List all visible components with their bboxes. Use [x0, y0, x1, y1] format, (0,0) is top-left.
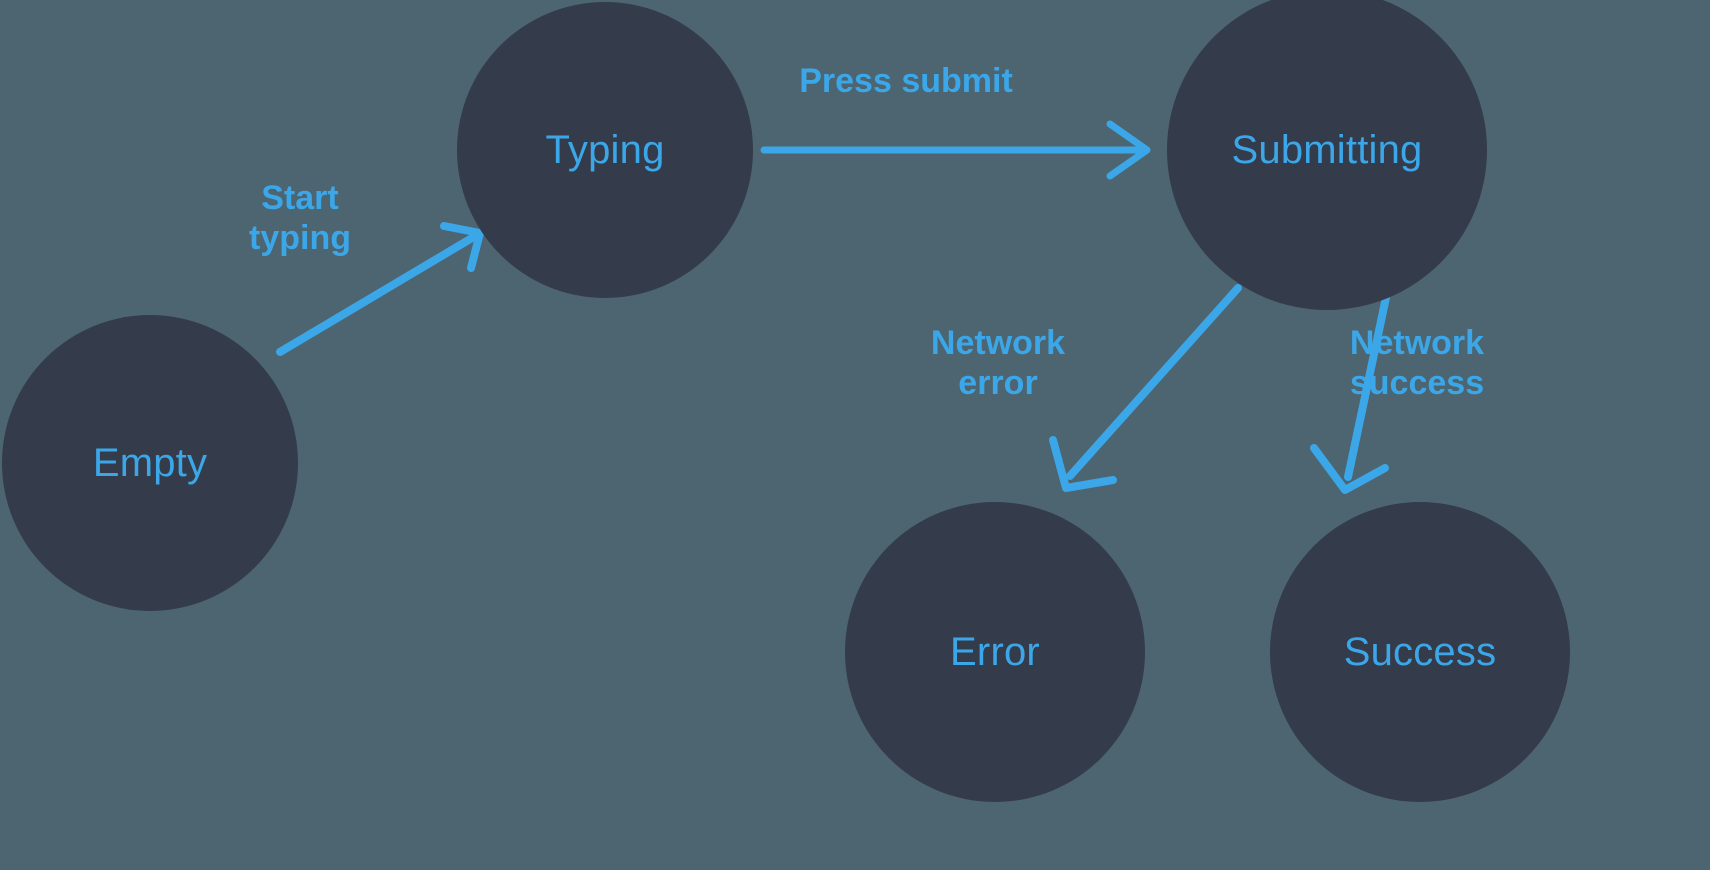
- arrowhead-start-typing: [440, 222, 484, 272]
- state-node-label-success: Success: [1343, 629, 1497, 674]
- edge-label-network-success: Network success: [1349, 323, 1485, 402]
- edge-line-network-error: [1066, 284, 1242, 480]
- state-node-success[interactable]: Success: [1270, 502, 1570, 802]
- arrowhead-network-success: [1310, 444, 1389, 494]
- arrowhead-network-error: [1049, 436, 1117, 492]
- state-node-typing[interactable]: Typing: [457, 2, 753, 298]
- state-node-submitting[interactable]: Submitting: [1167, 0, 1487, 310]
- edge-label-start-typing: Start typing: [249, 178, 351, 257]
- state-node-label-submitting: Submitting: [1231, 127, 1423, 172]
- state-node-label-typing: Typing: [545, 127, 665, 172]
- edge-label-network-error: Network error: [930, 323, 1066, 402]
- edge-network-error: [1049, 284, 1242, 492]
- state-node-label-empty: Empty: [92, 440, 208, 485]
- edge-label-press-submit: Press submit: [799, 61, 1013, 100]
- edge-press-submit: [760, 120, 1151, 180]
- arrowhead-press-submit: [1106, 120, 1151, 180]
- state-node-label-error: Error: [950, 629, 1040, 674]
- state-node-empty[interactable]: Empty: [2, 315, 298, 611]
- state-node-error[interactable]: Error: [845, 502, 1145, 802]
